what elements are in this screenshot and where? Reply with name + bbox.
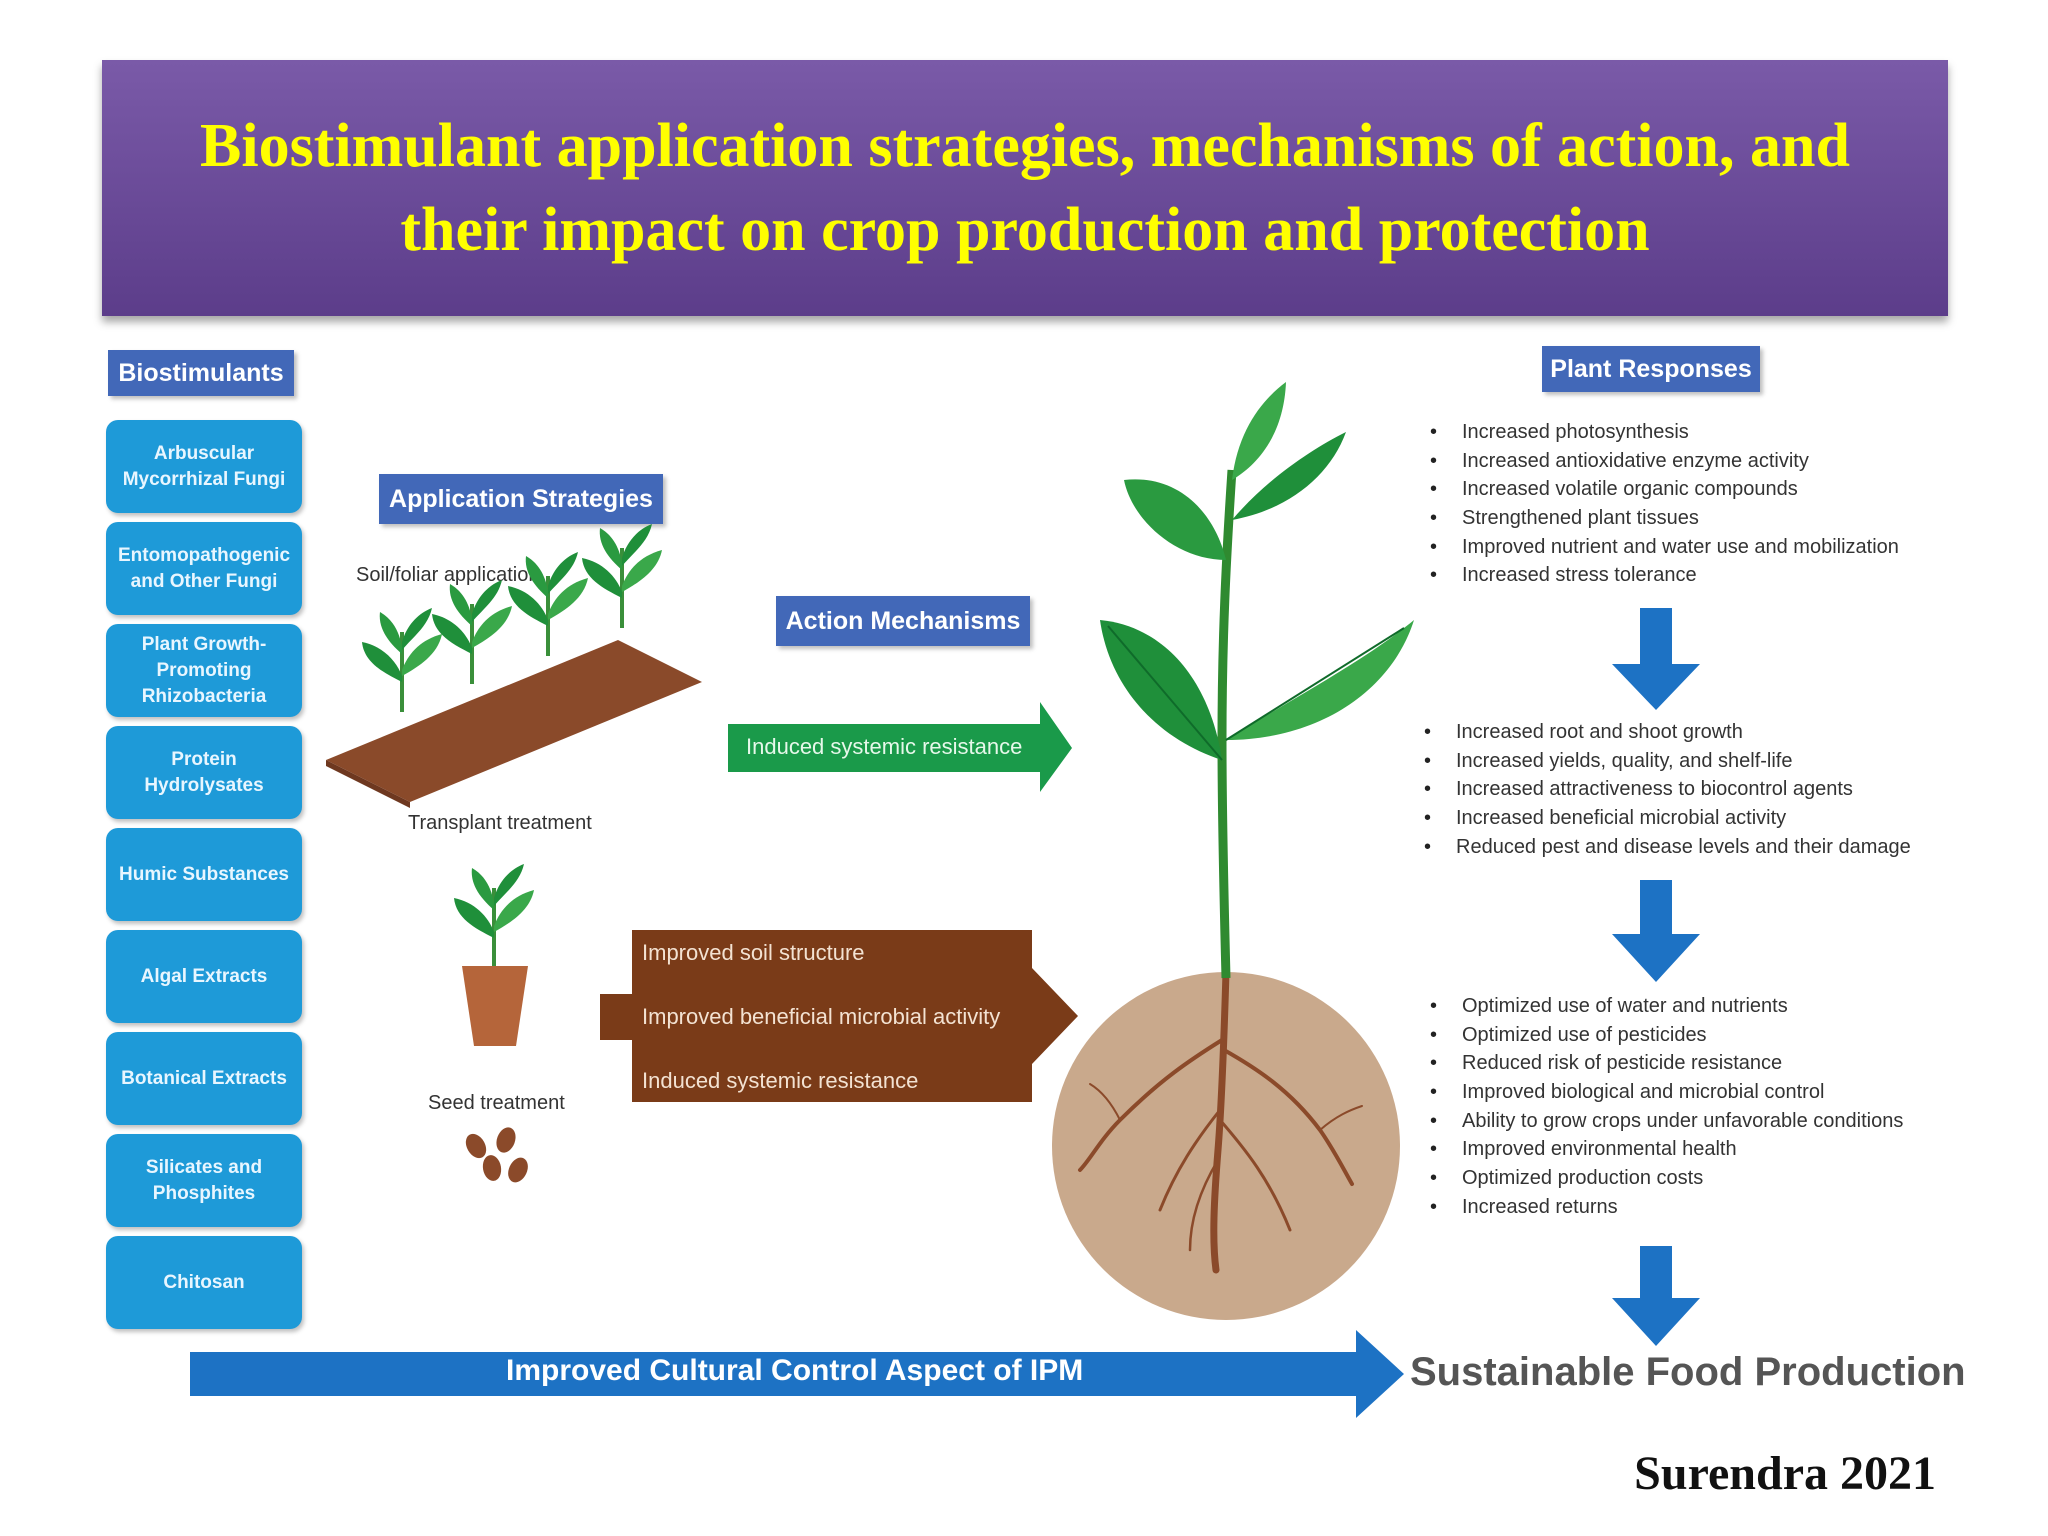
response-list-1: Increased photosynthesis Increased antio… <box>1426 418 1899 590</box>
systemic-resistance-label: Induced systemic resistance <box>642 1068 919 1093</box>
list-item: Increased photosynthesis <box>1426 418 1899 447</box>
list-item: Reduced pest and disease levels and thei… <box>1420 833 1911 862</box>
list-item: Optimized production costs <box>1426 1164 1903 1193</box>
list-item: Increased beneficial microbial activity <box>1420 804 1911 833</box>
biostimulant-item: Entomopathogenic and Other Fungi <box>106 522 302 615</box>
soil-structure-label: Improved soil structure <box>642 940 865 965</box>
brown-mechanism-arrow <box>600 968 1078 1064</box>
biostimulants-header: Biostimulants <box>108 350 294 396</box>
list-item: Strengthened plant tissues <box>1426 504 1899 533</box>
list-item: Optimized use of water and nutrients <box>1426 992 1903 1021</box>
biostimulant-item: Algal Extracts <box>106 930 302 1023</box>
action-mechanisms-header: Action Mechanisms <box>776 596 1030 646</box>
seed-label: Seed treatment <box>428 1092 565 1114</box>
green-mechanism-arrow <box>728 702 1072 792</box>
potted-seedling <box>452 862 536 1046</box>
list-item: Increased stress tolerance <box>1426 561 1899 590</box>
list-item: Ability to grow crops under unfavorable … <box>1426 1107 1903 1136</box>
green-arrow-label: Induced systemic resistance <box>746 734 1023 759</box>
seeds <box>465 1127 528 1183</box>
list-item: Improved biological and microbial contro… <box>1426 1078 1903 1107</box>
microbial-activity-label: Improved beneficial microbial activity <box>642 1004 1001 1029</box>
biostimulant-item: Arbuscular Mycorrhizal Fungi <box>106 420 302 513</box>
list-item: Reduced risk of pesticide resistance <box>1426 1049 1903 1078</box>
list-item: Improved environmental health <box>1426 1135 1903 1164</box>
response-list-3: Optimized use of water and nutrients Opt… <box>1426 992 1903 1222</box>
soil-foliar-label: Soil/foliar application <box>356 564 540 586</box>
response-list-2: Increased root and shoot growth Increase… <box>1420 718 1911 861</box>
roots <box>1078 968 1363 1274</box>
biostimulant-item: Plant Growth-Promoting Rhizobacteria <box>106 624 302 717</box>
soil-circle <box>1052 972 1400 1320</box>
plant-responses-header: Plant Responses <box>1542 346 1760 392</box>
title-banner: Biostimulant application strategies, mec… <box>102 60 1948 316</box>
citation: Surendra 2021 <box>1634 1447 1936 1500</box>
biostimulant-item: Silicates and Phosphites <box>106 1134 302 1227</box>
biostimulant-item: Botanical Extracts <box>106 1032 302 1125</box>
list-item: Optimized use of pesticides <box>1426 1021 1903 1050</box>
biostimulant-list: Arbuscular Mycorrhizal Fungi Entomopatho… <box>106 420 302 1338</box>
list-item: Increased antioxidative enzyme activity <box>1426 447 1899 476</box>
plant-stem <box>1217 469 1237 979</box>
transplant-label: Transplant treatment <box>408 812 592 834</box>
ipm-arrow <box>190 1330 1404 1418</box>
biostimulant-item: Chitosan <box>106 1236 302 1329</box>
ipm-arrow-label: Improved Cultural Control Aspect of IPM <box>506 1354 1084 1387</box>
biostimulant-item: Protein Hydrolysates <box>106 726 302 819</box>
list-item: Increased volatile organic compounds <box>1426 475 1899 504</box>
application-strategies-header: Application Strategies <box>379 474 663 524</box>
list-item: Increased root and shoot growth <box>1420 718 1911 747</box>
biostimulant-item: Humic Substances <box>106 828 302 921</box>
blue-down-arrows <box>1612 608 1700 1346</box>
list-item: Increased attractiveness to biocontrol a… <box>1420 775 1911 804</box>
page-title: Biostimulant application strategies, mec… <box>200 112 1850 264</box>
outcome-label: Sustainable Food Production <box>1410 1350 1966 1394</box>
plant-leaves <box>1100 382 1414 761</box>
list-item: Increased yields, quality, and shelf-lif… <box>1420 747 1911 776</box>
field-soil <box>326 640 702 802</box>
list-item: Increased returns <box>1426 1193 1903 1222</box>
list-item: Improved nutrient and water use and mobi… <box>1426 533 1899 562</box>
